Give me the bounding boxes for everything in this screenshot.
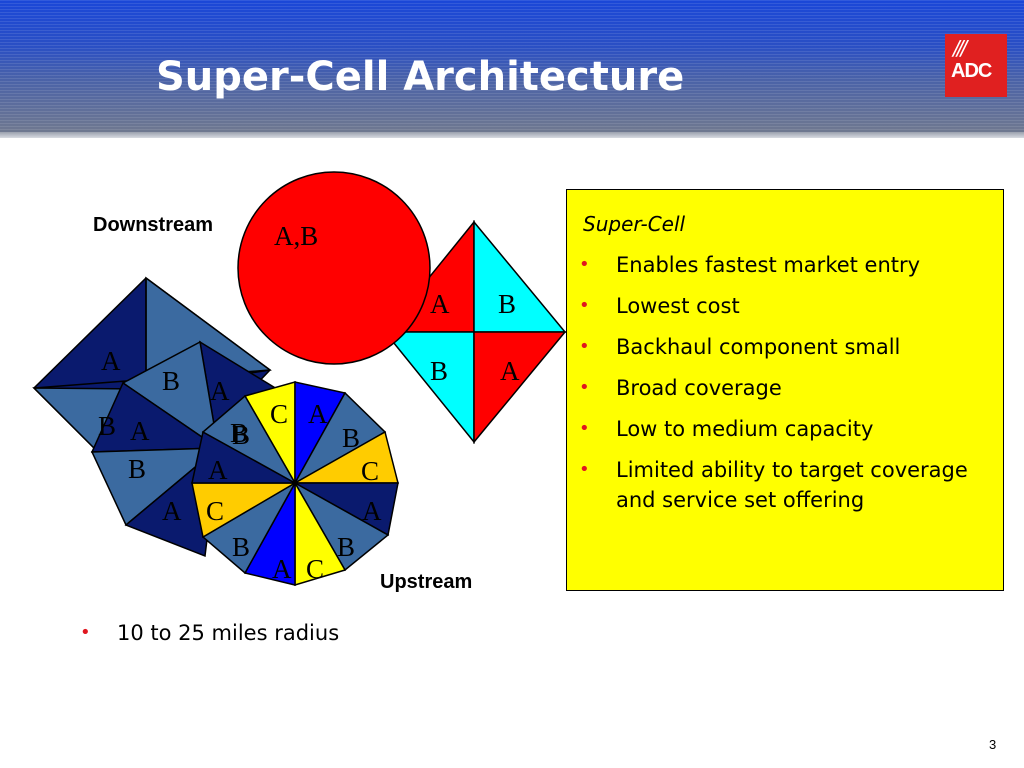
list-item: • Backhaul component small [579, 332, 999, 362]
list-item-text: Low to medium capacity [616, 417, 874, 441]
list-item-text: Enables fastest market entry [616, 253, 921, 277]
bullet-icon: • [579, 377, 590, 398]
front-cluster-label: B [342, 423, 360, 453]
bullet-icon: • [579, 459, 590, 480]
diamond-label: A [500, 356, 520, 386]
front-cluster-label: C [270, 399, 288, 429]
front-cluster-label: C [306, 554, 324, 584]
list-item-text: Broad coverage [616, 376, 782, 400]
upstream-label: Upstream [380, 571, 473, 593]
coverage-circle [237, 171, 431, 365]
list-item-text: Lowest cost [616, 294, 740, 318]
bullet-icon: • [579, 295, 590, 316]
back-cluster-label: A [101, 346, 121, 376]
header-divider [0, 132, 1024, 138]
front-cluster-label: B [337, 532, 355, 562]
back-cluster-label: A [162, 496, 182, 526]
list-item: • Lowest cost [579, 291, 999, 321]
diamond-triangle [473, 331, 567, 445]
diamond-cluster [383, 219, 567, 445]
list-item-text: 10 to 25 miles radius [117, 621, 340, 645]
bullet-icon: • [579, 336, 590, 357]
info-box-heading: Super-Cell [583, 212, 686, 236]
slide-title: Super-Cell Architecture [156, 54, 685, 100]
list-item: • 10 to 25 miles radius [80, 618, 339, 648]
slide-bullets: • 10 to 25 miles radius [80, 618, 339, 648]
back-cluster-label: B [128, 454, 146, 484]
super-cell-info-box: Super-Cell • Enables fastest market entry… [566, 189, 1004, 591]
diamond-label: B [498, 289, 516, 319]
list-item: • Low to medium capacity [579, 414, 999, 444]
front-cluster-label: A [362, 496, 382, 526]
front-cluster-label: B [232, 532, 250, 562]
logo-slashes: /// [953, 36, 967, 60]
list-item-text: Backhaul component small [616, 335, 901, 359]
back-cluster-label: A [130, 416, 150, 446]
info-box-list: • Enables fastest market entry • Lowest co… [579, 250, 999, 526]
page-number: 3 [989, 737, 997, 752]
front-cluster-label: A [272, 554, 292, 584]
front-cluster [191, 381, 399, 587]
logo-text: ADC [951, 60, 992, 82]
back-cluster-label: B [230, 418, 248, 448]
front-cluster-label: A [208, 455, 228, 485]
diamond-label: A [430, 289, 450, 319]
diamond-triangle [383, 331, 475, 445]
diamond-triangle [473, 219, 567, 333]
front-cluster-label: B [232, 420, 250, 450]
diamond-label: B [430, 356, 448, 386]
front-cluster-label: A [308, 399, 328, 429]
list-item: • Enables fastest market entry [579, 250, 999, 280]
back-cluster-label: A [210, 376, 230, 406]
circle-label: A,B [274, 221, 318, 251]
adc-logo: /// ADC [945, 34, 1007, 97]
list-item-text: Limited ability to target coverage and s… [616, 458, 968, 512]
bullet-icon: • [579, 254, 590, 275]
front-cluster-sector [201, 394, 297, 485]
list-item: • Broad coverage [579, 373, 999, 403]
front-cluster-label: C [361, 456, 379, 486]
bullet-icon: • [579, 418, 590, 439]
downstream-label: Downstream [93, 214, 214, 236]
bullet-icon: • [80, 622, 91, 643]
list-item: • Limited ability to target coverage and … [579, 455, 999, 515]
back-cluster-label: B [98, 411, 116, 441]
front-cluster-label: C [206, 496, 224, 526]
back-cluster-label: B [162, 366, 180, 396]
slide-header [0, 0, 1024, 132]
